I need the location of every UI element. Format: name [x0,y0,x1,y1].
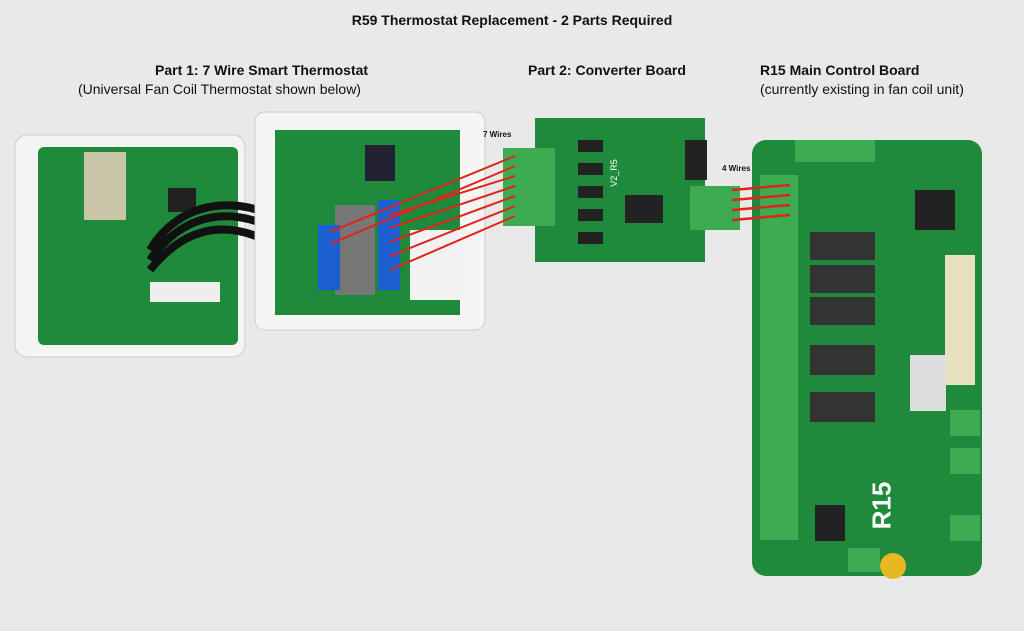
seven-wire-lines [329,155,516,271]
page-title: R59 Thermostat Replacement - 2 Parts Req… [351,12,673,28]
thermostat-front-board [14,134,303,358]
part1-subtitle: (Universal Fan Coil Thermostat shown bel… [78,81,361,97]
part3-heading: R15 Main Control Board [760,62,920,78]
part1-heading: Part 1: 7 Wire Smart Thermostat [155,62,369,78]
four-wires-label: 4 Wires [722,164,751,173]
converter-board [503,118,740,262]
part2-heading: Part 2: Converter Board [528,62,686,78]
r15-main-board [752,140,982,579]
board-label-r15: R15 [866,481,897,530]
seven-wires-label: 7 Wires [483,130,512,139]
four-wire-lines [731,183,791,222]
part3-subtitle: (currently existing in fan coil unit) [760,81,964,97]
thermostat-back-base [254,111,486,331]
board-label-converter: V2_R5 [608,159,619,187]
